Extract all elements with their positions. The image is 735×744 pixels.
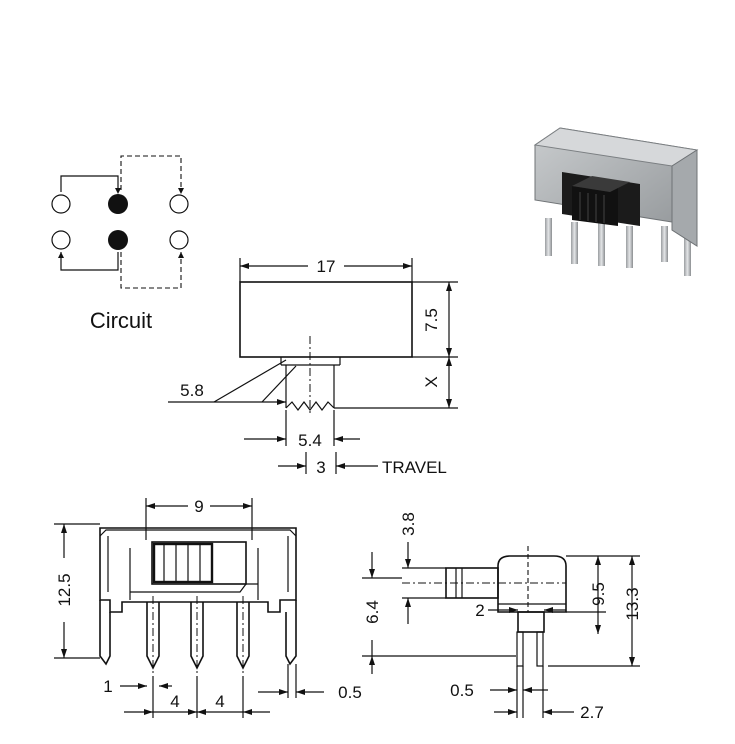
arrow-icon	[629, 657, 635, 666]
dim-width-17: 17	[317, 257, 336, 276]
arrow-icon	[544, 607, 553, 613]
arrow-icon	[197, 709, 206, 715]
arrow-icon	[446, 357, 452, 366]
dim-pin-spacing-2-7: 2.7	[580, 703, 604, 722]
arrow-icon	[543, 709, 552, 715]
dim-leg-thickness-0-5: 0.5	[338, 683, 362, 702]
arrow-icon	[115, 188, 121, 194]
circuit-terminal-common-icon	[108, 194, 128, 214]
arrow-icon	[178, 188, 184, 194]
arrow-icon	[334, 436, 343, 442]
arrow-icon	[405, 559, 411, 568]
dim-height-7-5: 7.5	[422, 308, 441, 332]
arrow-icon	[405, 598, 411, 607]
arrow-icon	[146, 503, 155, 509]
arrow-icon	[336, 463, 345, 469]
dim-height-12-5: 12.5	[55, 573, 74, 606]
circuit-title: Circuit	[90, 308, 152, 333]
dim-offset-5-8: 5.8	[180, 381, 204, 400]
dim-pitch-right-4: 4	[215, 692, 224, 711]
arrow-icon	[188, 709, 197, 715]
dim-pin-thickness-0-5: 0.5	[450, 681, 474, 700]
dim-travel-3: 3	[316, 458, 325, 477]
arrow-icon	[279, 689, 288, 695]
arrow-icon	[240, 263, 249, 269]
side-view: 3.8 6.4 2 9.5 13.3 0.5	[362, 512, 642, 722]
circuit-link-dashed-bottom	[120, 252, 182, 289]
circuit-terminal-open-icon	[169, 230, 189, 250]
circuit-terminal-open-icon	[51, 230, 71, 250]
arrow-icon	[403, 263, 412, 269]
arrow-icon	[61, 649, 67, 658]
arrow-icon	[243, 503, 252, 509]
arrow-icon	[369, 656, 375, 665]
dim-x: X	[422, 376, 441, 387]
circuit-terminal-common-icon	[108, 230, 128, 250]
side-pin-left	[516, 631, 524, 667]
arrow-icon	[159, 683, 168, 689]
arrow-icon	[243, 709, 252, 715]
arrow-icon	[595, 625, 601, 634]
arrow-icon	[595, 556, 601, 565]
arrow-icon	[629, 556, 635, 565]
arrow-icon	[446, 399, 452, 408]
arrow-icon	[446, 348, 452, 357]
arrow-icon	[277, 436, 286, 442]
circuit-link-top	[60, 175, 119, 192]
arrow-icon	[277, 399, 286, 405]
dim-pitch-left-4: 4	[170, 692, 179, 711]
side-body-outline	[497, 555, 567, 613]
arrow-icon	[509, 607, 518, 613]
dim-actuator-5-4: 5.4	[298, 431, 322, 450]
switch-body-outline	[239, 281, 413, 358]
actuator-break-line	[285, 401, 335, 411]
arrow-icon	[508, 709, 517, 715]
circuit-terminal-open-icon	[169, 194, 189, 214]
arrow-icon	[508, 687, 517, 693]
arrow-icon	[297, 463, 306, 469]
dim-pin-width-1: 1	[103, 677, 112, 696]
arrow-icon	[296, 689, 305, 695]
circuit-link-dashed-top	[120, 155, 182, 190]
circuit-terminal-open-icon	[51, 194, 71, 214]
dim-offset-6-4: 6.4	[363, 600, 382, 624]
slide-switch-photo-icon	[533, 127, 699, 276]
dim-actuator-height-3-8: 3.8	[399, 512, 418, 536]
circuit-link-bottom	[60, 252, 119, 271]
arrow-icon	[369, 569, 375, 578]
arrow-icon	[446, 282, 452, 291]
arrow-icon	[61, 524, 67, 533]
dim-total-height-13-3: 13.3	[623, 587, 642, 620]
circuit-diagram: Circuit	[51, 155, 189, 333]
travel-label: TRAVEL	[382, 458, 447, 477]
arrow-icon	[58, 252, 64, 258]
dim-actuator-width-9: 9	[194, 497, 203, 516]
top-view: 17 7.5 X 5.8 5.4 3 TR	[168, 257, 458, 477]
arrow-icon	[144, 709, 153, 715]
arrow-icon	[178, 252, 184, 258]
front-view: 9 12.5 1 4 4 0.5	[54, 497, 362, 718]
arrow-icon	[523, 687, 532, 693]
mount-leg-left	[99, 600, 111, 666]
mount-leg-right	[285, 600, 297, 666]
dim-gap-2: 2	[475, 601, 484, 620]
arrow-icon	[138, 683, 147, 689]
side-pin-right	[536, 631, 544, 667]
actuator-outline	[151, 541, 247, 585]
dim-body-height-9-5: 9.5	[589, 582, 608, 606]
